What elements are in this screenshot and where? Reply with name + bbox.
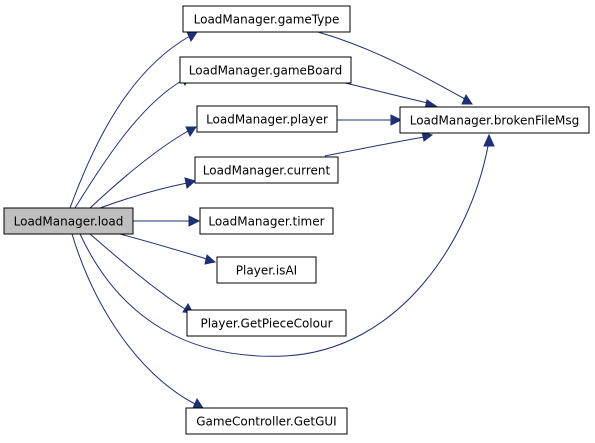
node-isAI-label: Player.isAI: [236, 264, 297, 278]
node-player[interactable]: LoadManager.player: [196, 105, 338, 133]
node-getPieceColour-label: Player.GetPieceColour: [200, 317, 332, 331]
edge-gameBoard-to-brokenFileMsg: [344, 82, 438, 110]
node-brokenFileMsg[interactable]: LoadManager.brokenFileMsg: [399, 106, 590, 134]
node-load[interactable]: LoadManager.load: [3, 207, 134, 235]
edge-load-to-gameType: [69, 31, 198, 209]
node-gameType[interactable]: LoadManager.gameType: [182, 5, 351, 33]
node-brokenFileMsg-label: LoadManager.brokenFileMsg: [410, 114, 580, 128]
edge-load-to-getPieceColour: [89, 233, 194, 314]
nodes: LoadManager.load LoadManager.gameType Lo…: [3, 5, 590, 435]
node-load-label: LoadManager.load: [14, 215, 124, 229]
edge-load-to-isAI: [119, 233, 217, 265]
node-gameBoard-label: LoadManager.gameBoard: [189, 64, 342, 78]
edge-load-to-brokenFileMsg: [79, 133, 495, 357]
node-getGUI-label: GameController.GetGUI: [196, 415, 336, 429]
node-getPieceColour[interactable]: Player.GetPieceColour: [186, 309, 347, 337]
edge-gameType-to-brokenFileMsg: [317, 31, 473, 105]
node-timer[interactable]: LoadManager.timer: [199, 207, 334, 235]
node-getGUI[interactable]: GameController.GetGUI: [185, 407, 348, 435]
edge-load-to-player: [89, 126, 197, 209]
edge-current-to-brokenFileMsg: [324, 131, 434, 157]
edge-load-to-timer: [133, 215, 201, 227]
edge-load-to-current: [99, 177, 197, 209]
edge-load-to-getGUI: [71, 233, 204, 409]
edge-load-to-gameBoard: [74, 75, 191, 209]
node-isAI[interactable]: Player.isAI: [216, 256, 317, 284]
node-current-label: LoadManager.current: [203, 164, 331, 178]
node-timer-label: LoadManager.timer: [208, 215, 324, 229]
node-player-label: LoadManager.player: [206, 113, 328, 127]
node-current[interactable]: LoadManager.current: [194, 156, 339, 184]
node-gameBoard[interactable]: LoadManager.gameBoard: [179, 56, 352, 84]
node-gameType-label: LoadManager.gameType: [194, 13, 340, 27]
edge-player-to-brokenFileMsg: [337, 114, 403, 126]
